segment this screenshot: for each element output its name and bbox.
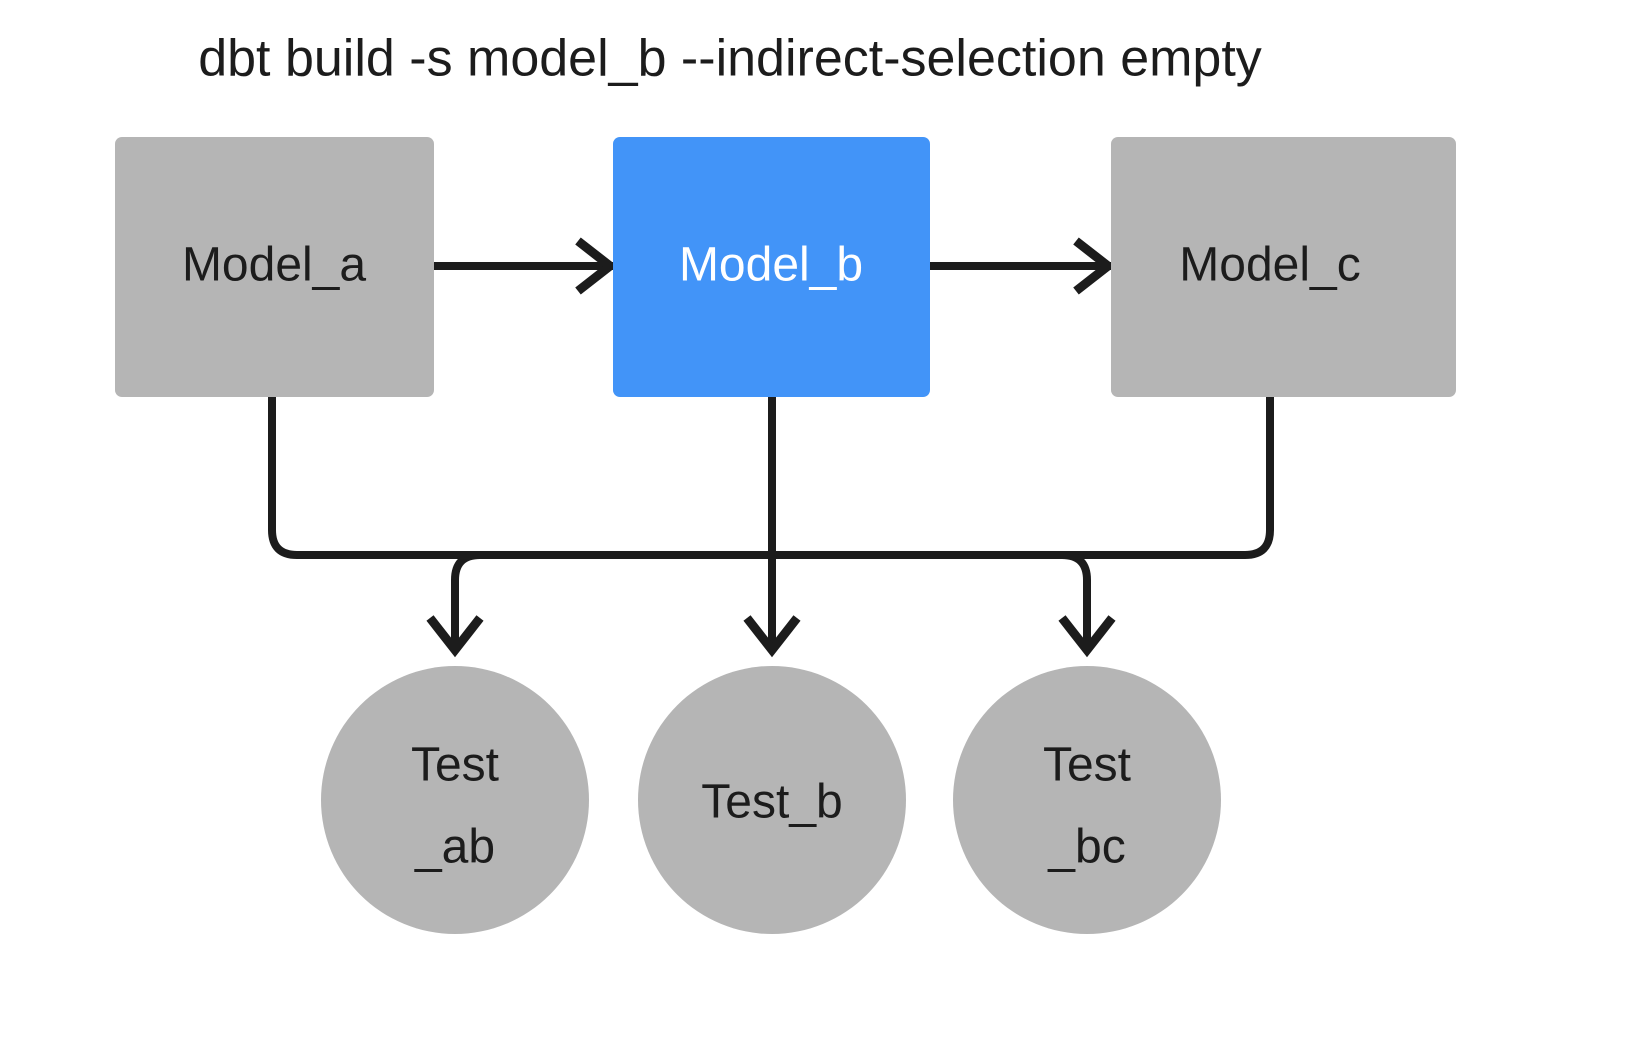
model-node-model-a[interactable]: Model_a	[115, 137, 434, 397]
test-bc-circle[interactable]	[953, 666, 1221, 934]
page-title: dbt build -s model_b --indirect-selectio…	[198, 30, 1262, 88]
model-a-box[interactable]	[115, 137, 434, 397]
model-b-label: Model_b	[679, 239, 863, 292]
edge-arrowhead-test-b	[743, 615, 801, 658]
edge-layer	[268, 237, 1274, 658]
test-bc-label-line1: Test	[1043, 739, 1131, 792]
test-ab-circle[interactable]	[321, 666, 589, 934]
test-bc-label-line2: _bc	[1047, 821, 1125, 874]
model-node-model-c[interactable]: Model_c	[1111, 137, 1456, 397]
edge-branch-to-test-bc	[1058, 551, 1116, 658]
edge-model-a-to-test-ab	[268, 396, 775, 559]
model-node-model-b[interactable]: Model_b	[613, 137, 930, 397]
test-ab-label-line2: _ab	[414, 821, 495, 874]
model-c-label: Model_c	[1179, 239, 1360, 292]
model-b-box[interactable]	[613, 137, 930, 397]
edge-branch-to-test-ab	[426, 551, 484, 658]
test-b-circle[interactable]	[638, 666, 906, 934]
edge-model-c-to-test-bc	[775, 396, 1274, 559]
model-c-box[interactable]	[1111, 137, 1456, 397]
test-node-test-bc[interactable]: Test _bc	[953, 666, 1221, 934]
test-b-label-line1: Test_b	[701, 776, 842, 829]
test-node-test-b[interactable]: Test_b	[638, 666, 906, 934]
test-node-test-ab[interactable]: Test _ab	[321, 666, 589, 934]
edge-model-a-to-model-b	[434, 237, 618, 295]
model-a-label: Model_a	[182, 239, 366, 292]
test-ab-label-line1: Test	[411, 739, 499, 792]
edge-model-b-to-model-c	[930, 237, 1116, 295]
